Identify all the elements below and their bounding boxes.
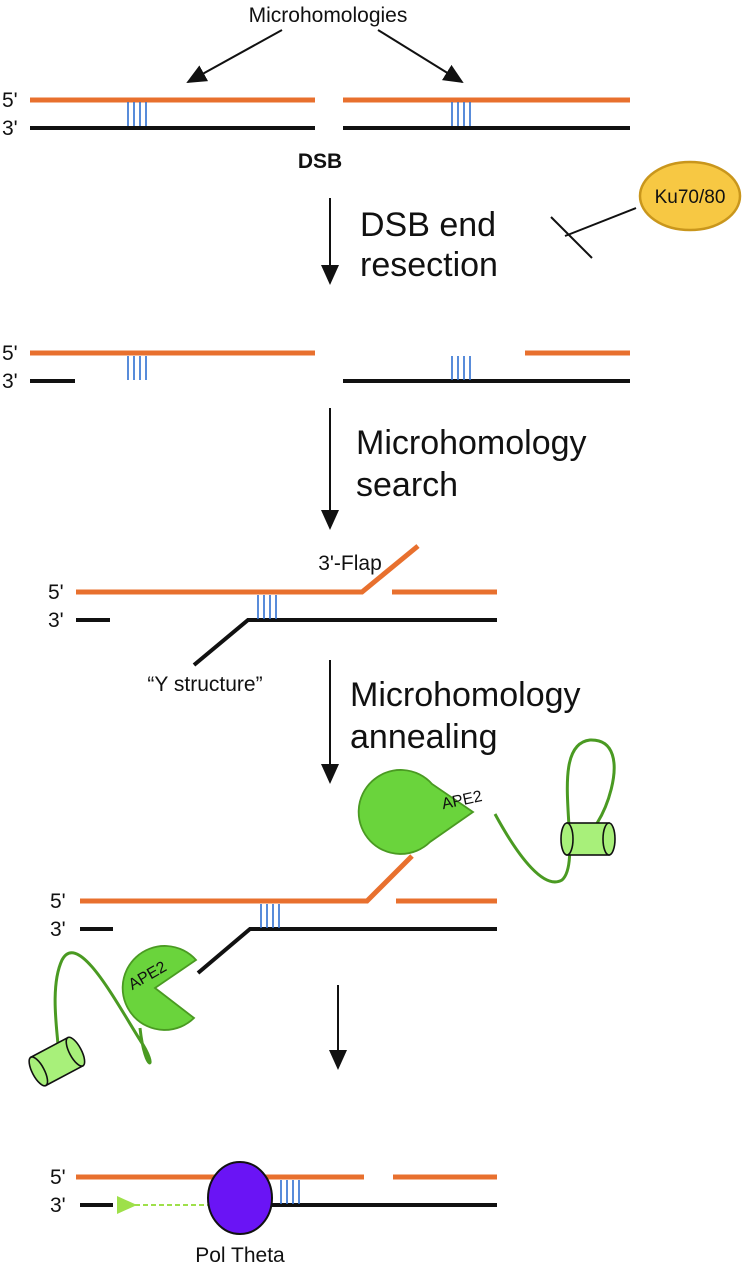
stage3-microhomology <box>257 595 277 619</box>
stage4-five-prime-label: 5' <box>50 890 66 913</box>
stage3-top-strand-with-flap <box>76 544 420 595</box>
ape2-upper-tether <box>493 738 616 884</box>
pol-theta-label: Pol Theta <box>195 1244 285 1267</box>
stage3-three-prime-label: 3' <box>48 609 64 632</box>
stage4-bottom-strand-y <box>196 927 497 975</box>
ku-label: Ku70/80 <box>655 187 726 208</box>
ape2-lower-icon <box>121 945 198 1031</box>
t-bar-inhibition-icon <box>550 207 637 259</box>
y-structure-label: “Y structure” <box>147 673 262 696</box>
step1-line2: resection <box>360 246 498 284</box>
stage4-top-strand-with-flap <box>80 854 414 904</box>
stage5-three-prime-label: 3' <box>50 1194 66 1217</box>
stage1-five-prime-label: 5' <box>2 89 18 112</box>
stage5-five-prime-label: 5' <box>50 1166 66 1189</box>
ku70-80-icon <box>638 160 742 232</box>
ape2-lower-tether <box>53 951 152 1065</box>
step3-line1: Microhomology <box>350 676 581 714</box>
stage1-microhomology-left <box>127 102 147 126</box>
stage2-three-prime-label: 3' <box>2 370 18 393</box>
stage5-microhomology <box>280 1180 300 1204</box>
cylinder-lower-icon <box>28 1036 86 1087</box>
stage2-five-prime-label: 5' <box>2 342 18 365</box>
microhomologies-label: Microhomologies <box>249 4 408 27</box>
stage1-three-prime-label: 3' <box>2 117 18 140</box>
step2-line2: search <box>356 466 458 504</box>
step2-line1: Microhomology <box>356 424 587 462</box>
flap-label: 3'-Flap <box>318 552 382 575</box>
stage2-microhomology-left <box>127 356 147 380</box>
stage3-bottom-strand-y <box>192 618 497 667</box>
stage3-five-prime-label: 5' <box>48 581 64 604</box>
microhomology-pointer-left <box>186 29 283 83</box>
stage1-microhomology-right <box>451 102 471 126</box>
stage2-microhomology-right <box>451 356 471 380</box>
step3-line2: annealing <box>350 718 497 756</box>
cylinder-upper-icon <box>560 822 616 856</box>
ape2-upper-icon <box>357 769 475 855</box>
stage4-microhomology <box>260 904 280 928</box>
stage4-three-prime-label: 3' <box>50 918 66 941</box>
microhomology-pointer-right <box>377 29 464 84</box>
pol-theta-icon <box>207 1161 273 1235</box>
step1-line1: DSB end <box>360 206 496 244</box>
dsb-label: DSB <box>298 150 342 173</box>
